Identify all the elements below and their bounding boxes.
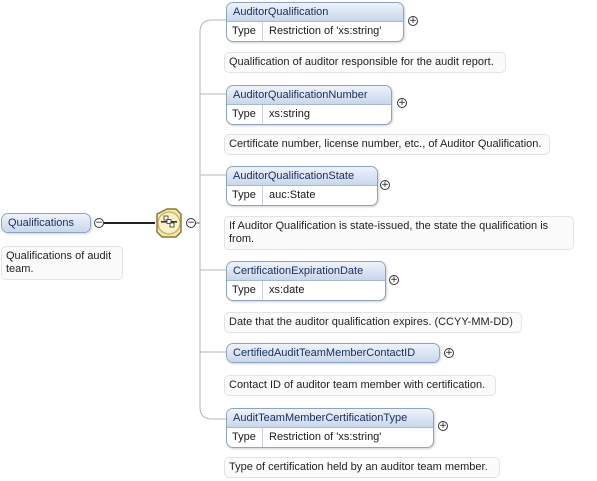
sequence-compositor-icon[interactable] xyxy=(156,208,182,238)
type-label: Type xyxy=(232,22,263,41)
element-name: Qualifications xyxy=(2,214,90,232)
collapse-icon[interactable]: − xyxy=(186,218,196,228)
expand-icon[interactable]: + xyxy=(444,348,454,358)
expand-icon[interactable]: + xyxy=(380,180,390,190)
type-row: Type Restriction of 'xs:string' xyxy=(227,427,433,447)
element-documentation: Date that the auditor qualification expi… xyxy=(224,312,522,333)
element-name: CertifiedAuditTeamMemberContactID xyxy=(227,344,439,362)
element-documentation: Qualification of auditor responsible for… xyxy=(224,52,506,73)
element-certification-expiration-date[interactable]: CertificationExpirationDate Type xs:date xyxy=(226,261,386,301)
type-value: xs:string xyxy=(269,108,310,120)
element-documentation: Qualifications of audit team. xyxy=(1,246,123,280)
type-label: Type xyxy=(232,281,263,300)
expand-icon[interactable]: + xyxy=(408,16,418,26)
type-value: xs:date xyxy=(269,284,305,296)
element-qualifications[interactable]: Qualifications xyxy=(1,213,91,233)
element-documentation: If Auditor Qualification is state-issued… xyxy=(224,216,574,250)
element-auditor-qualification-state[interactable]: AuditorQualificationState Type auc:State xyxy=(226,166,378,206)
element-documentation: Contact ID of auditor team member with c… xyxy=(224,375,496,396)
expand-icon[interactable]: + xyxy=(397,98,407,108)
type-value: auc:State xyxy=(269,189,316,201)
type-row: Type Restriction of 'xs:string' xyxy=(227,21,403,41)
type-label: Type xyxy=(232,105,263,124)
element-name: AuditorQualificationNumber xyxy=(227,86,391,104)
element-name: AuditTeamMemberCertificationType xyxy=(227,409,433,427)
element-name: AuditorQualificationState xyxy=(227,167,377,185)
element-documentation: Certificate number, license number, etc.… xyxy=(224,134,550,155)
element-name: AuditorQualification xyxy=(227,3,403,21)
expand-icon[interactable]: + xyxy=(389,275,399,285)
element-name: CertificationExpirationDate xyxy=(227,262,385,280)
collapse-icon[interactable]: − xyxy=(94,218,104,228)
element-auditor-qualification-number[interactable]: AuditorQualificationNumber Type xs:string xyxy=(226,85,392,125)
type-label: Type xyxy=(232,186,263,205)
type-value: Restriction of 'xs:string' xyxy=(269,25,382,37)
type-row: Type auc:State xyxy=(227,185,377,205)
element-audit-team-member-certification-type[interactable]: AuditTeamMemberCertificationType Type Res… xyxy=(226,408,434,448)
element-auditor-qualification[interactable]: AuditorQualification Type Restriction of … xyxy=(226,2,404,42)
element-certified-audit-team-member-contact-id[interactable]: CertifiedAuditTeamMemberContactID xyxy=(226,343,440,363)
type-row: Type xs:date xyxy=(227,280,385,300)
type-row: Type xs:string xyxy=(227,104,391,124)
type-label: Type xyxy=(232,428,263,447)
expand-icon[interactable]: + xyxy=(438,421,448,431)
element-documentation: Type of certification held by an auditor… xyxy=(224,457,500,478)
type-value: Restriction of 'xs:string' xyxy=(269,431,382,443)
